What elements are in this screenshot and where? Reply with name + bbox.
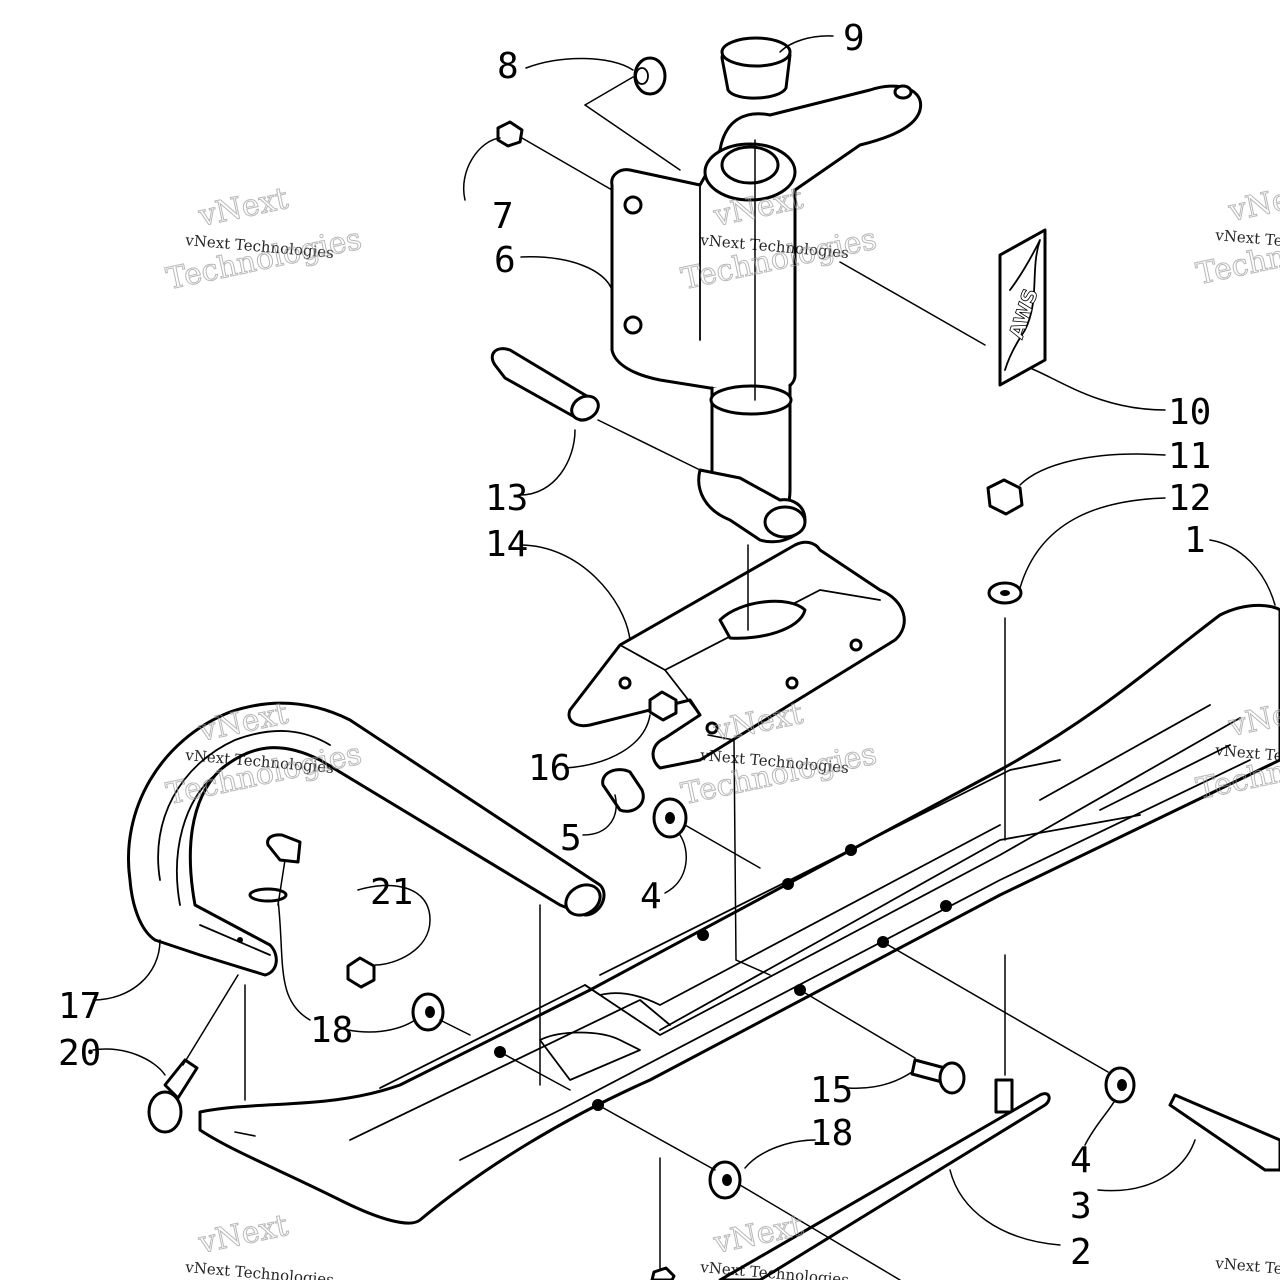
callout-18-bottom: 18: [810, 1113, 853, 1154]
watermark-1: vNext vNext Technologies Technologies: [163, 181, 365, 298]
callout-9: 9: [843, 18, 865, 59]
callout-labels: 8 9 7 6 10 11 12 1 13 14 16 5 4 21 17 18…: [58, 18, 1211, 1273]
callout-2: 2: [1070, 1232, 1092, 1273]
svg-text:vNext: vNext: [195, 1208, 291, 1261]
callout-18-left: 18: [310, 1010, 353, 1051]
aws-decal: AWS: [998, 228, 1047, 387]
ski-saddle: [567, 540, 906, 770]
callout-15: 15: [810, 1070, 853, 1111]
callout-14: 14: [485, 524, 528, 565]
callout-1: 1: [1184, 520, 1206, 561]
callout-12: 12: [1168, 478, 1211, 519]
leader-lines: [92, 35, 1276, 1280]
watermark-7: vNext vNext Technologies: [184, 1208, 335, 1280]
callout-16: 16: [528, 748, 571, 789]
svg-text:vNext: vNext: [1225, 176, 1280, 229]
callout-8: 8: [497, 46, 519, 87]
callout-7: 7: [492, 196, 514, 237]
callout-4-upper: 4: [640, 876, 662, 917]
watermark-9: vNext Technologies: [1214, 1254, 1280, 1280]
callout-5: 5: [560, 818, 582, 859]
callout-10: 10: [1168, 392, 1211, 433]
callout-3: 3: [1070, 1186, 1092, 1227]
svg-text:vNext Technologies: vNext Technologies: [184, 1258, 335, 1280]
callout-4-lower: 4: [1070, 1140, 1092, 1181]
watermark-3: vNext vNext Technologies Technologies: [1193, 176, 1280, 293]
bushing-tube: [490, 347, 600, 422]
callout-6: 6: [494, 240, 516, 281]
watermark-line1: vNext: [195, 181, 291, 234]
callout-20: 20: [58, 1033, 101, 1074]
hardware: [147, 478, 1280, 1280]
spindle-housing: [496, 36, 923, 544]
callout-21: 21: [370, 872, 413, 913]
callout-17: 17: [58, 986, 101, 1027]
ski-body: [198, 603, 1280, 1225]
callout-13: 13: [485, 478, 528, 519]
callout-11: 11: [1168, 436, 1211, 477]
ski-loop: [127, 701, 606, 977]
svg-text:vNext Technologies: vNext Technologies: [1214, 1254, 1280, 1280]
